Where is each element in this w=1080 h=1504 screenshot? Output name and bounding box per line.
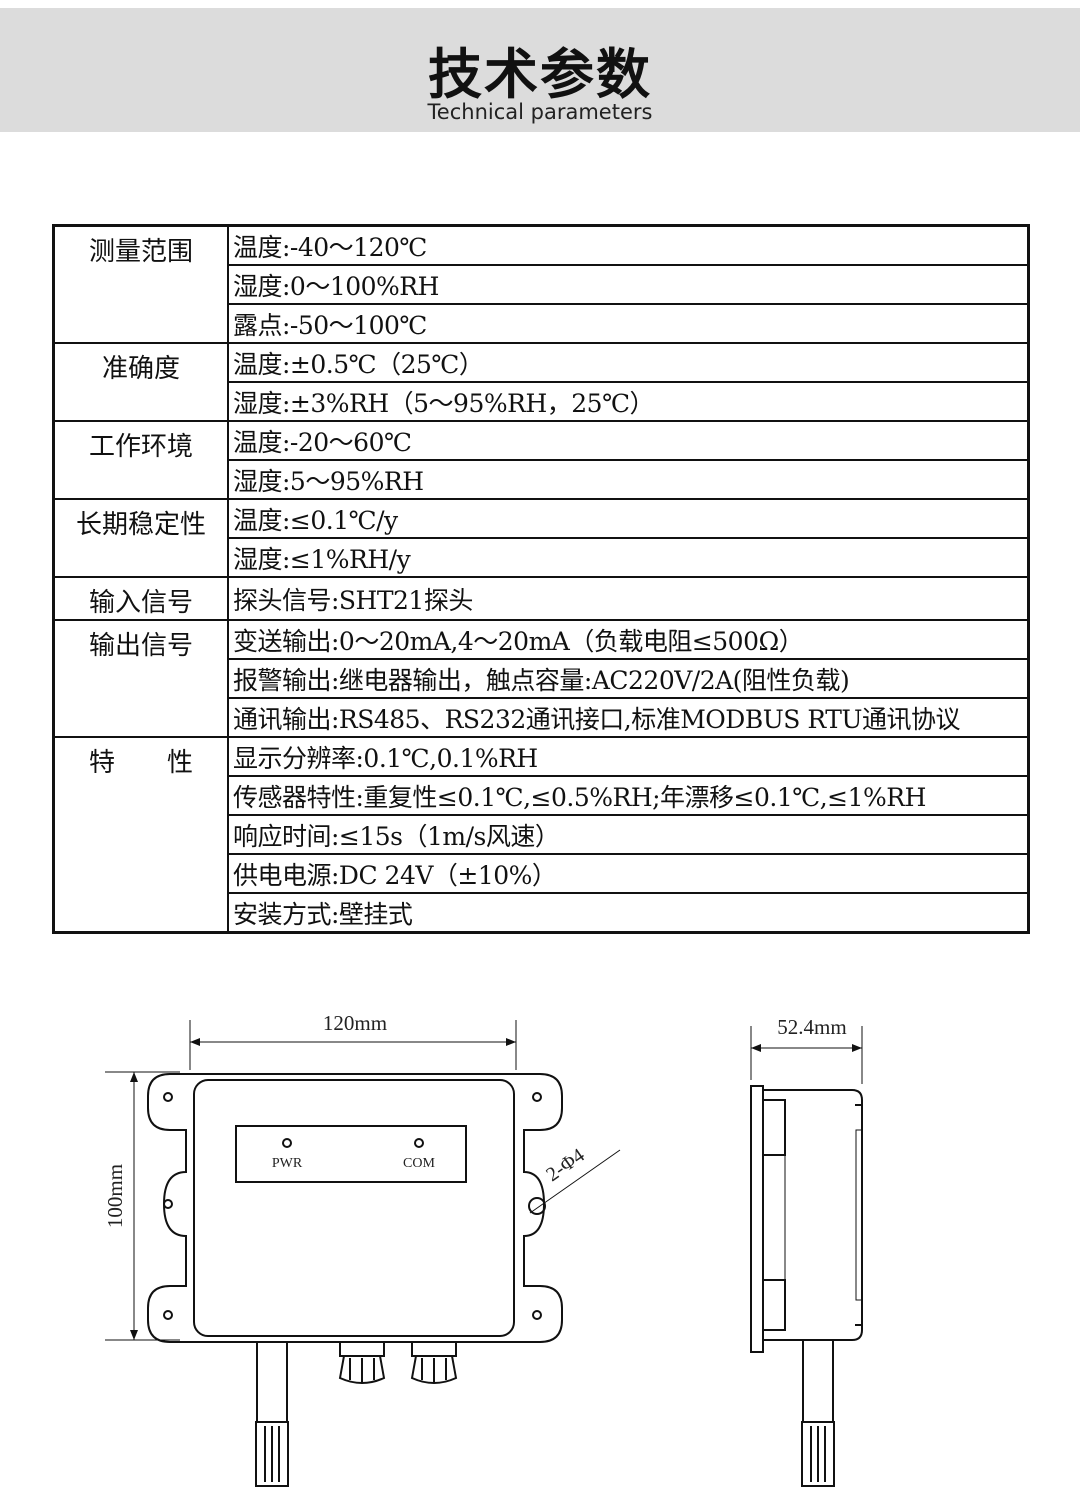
table-row: 传感器特性:重复性≤0.1℃,≤0.5%RH;年漂移≤0.1℃,≤1%RH bbox=[54, 775, 1030, 816]
table-row: 长期稳定性温度:≤0.1℃/y bbox=[52, 498, 1030, 578]
parameter-value: 安装方式:壁挂式 bbox=[227, 892, 1030, 934]
table-row: 露点:-50～100℃ bbox=[54, 303, 1030, 344]
parameter-value: 显示分辨率:0.1℃,0.1%RH bbox=[227, 736, 1030, 777]
parameter-value: 通讯输出:RS485、RS232通讯接口,标准MODBUS RTU通讯协议 bbox=[227, 697, 1030, 738]
parameter-value: 供电电源:DC 24V（±10%） bbox=[227, 853, 1030, 894]
parameter-value: 湿度:≤1%RH/y bbox=[227, 537, 1030, 578]
depth-dimension-label: 52.4mm bbox=[777, 1015, 846, 1039]
parameter-value: 湿度:0～100%RH bbox=[227, 264, 1030, 305]
height-dimension-label: 100mm bbox=[103, 1164, 127, 1228]
parameter-value: 响应时间:≤15s（1m/s风速） bbox=[227, 814, 1030, 855]
parameter-category: 工作环境 bbox=[52, 420, 229, 500]
hole-dimension-label: 2-Φ4 bbox=[542, 1144, 588, 1186]
table-row: 测量范围温度:-40～120℃ bbox=[52, 224, 1030, 344]
table-row: 安装方式:壁挂式 bbox=[54, 892, 1030, 934]
table-row: 湿度:0～100%RH bbox=[54, 264, 1030, 305]
parameter-value: 露点:-50～100℃ bbox=[227, 303, 1030, 344]
parameter-value: 温度:-40～120℃ bbox=[227, 224, 1030, 266]
table-row: 特 性显示分辨率:0.1℃,0.1%RH bbox=[52, 736, 1030, 934]
table-row: 供电电源:DC 24V（±10%） bbox=[54, 853, 1030, 894]
parameter-value: 报警输出:继电器输出，触点容量:AC220V/2A(阻性负载) bbox=[227, 658, 1030, 699]
table-row: 响应时间:≤15s（1m/s风速） bbox=[54, 814, 1030, 855]
header-banner: 技术参数 Technical parameters bbox=[0, 8, 1080, 132]
pwr-indicator-label: PWR bbox=[272, 1156, 303, 1171]
parameter-category: 输出信号 bbox=[52, 619, 229, 738]
page-subtitle: Technical parameters bbox=[427, 100, 653, 124]
parameter-category: 输入信号 bbox=[52, 576, 229, 621]
parameter-category: 特 性 bbox=[52, 736, 229, 934]
parameter-category: 测量范围 bbox=[52, 224, 229, 344]
parameter-value: 变送输出:0～20mA,4～20mA（负载电阻≤500Ω） bbox=[227, 619, 1030, 660]
parameter-category: 准确度 bbox=[52, 342, 229, 422]
parameter-value: 温度:±0.5℃（25℃） bbox=[227, 342, 1030, 383]
parameter-value: 传感器特性:重复性≤0.1℃,≤0.5%RH;年漂移≤0.1℃,≤1%RH bbox=[227, 775, 1030, 816]
table-row: 湿度:≤1%RH/y bbox=[54, 537, 1030, 578]
page-title: 技术参数 bbox=[428, 43, 652, 106]
table-row: 准确度温度:±0.5℃（25℃） bbox=[52, 342, 1030, 422]
parameter-value: 探头信号:SHT21探头 bbox=[227, 576, 1030, 621]
table-row: 工作环境温度:-20～60℃ bbox=[52, 420, 1030, 500]
device-drawing: 120mm 100mm 52.4mm 2-Φ4 PWR COM bbox=[103, 1011, 863, 1487]
parameter-value: 温度:-20～60℃ bbox=[227, 420, 1030, 461]
table-row: 输出信号变送输出:0～20mA,4～20mA（负载电阻≤500Ω） bbox=[52, 619, 1030, 738]
parameter-value: 温度:≤0.1℃/y bbox=[227, 498, 1030, 539]
table-row: 报警输出:继电器输出，触点容量:AC220V/2A(阻性负载) bbox=[54, 658, 1030, 699]
parameter-value: 湿度:5～95%RH bbox=[227, 459, 1030, 500]
parameter-category: 长期稳定性 bbox=[52, 498, 229, 578]
table-row: 湿度:5～95%RH bbox=[54, 459, 1030, 500]
table-row: 输入信号探头信号:SHT21探头 bbox=[52, 576, 1030, 621]
parameter-value: 湿度:±3%RH（5～95%RH，25℃） bbox=[227, 381, 1030, 422]
com-indicator-label: COM bbox=[403, 1156, 435, 1171]
table-row: 湿度:±3%RH（5～95%RH，25℃） bbox=[54, 381, 1030, 422]
width-dimension-label: 120mm bbox=[323, 1011, 387, 1035]
table-row: 通讯输出:RS485、RS232通讯接口,标准MODBUS RTU通讯协议 bbox=[54, 697, 1030, 738]
